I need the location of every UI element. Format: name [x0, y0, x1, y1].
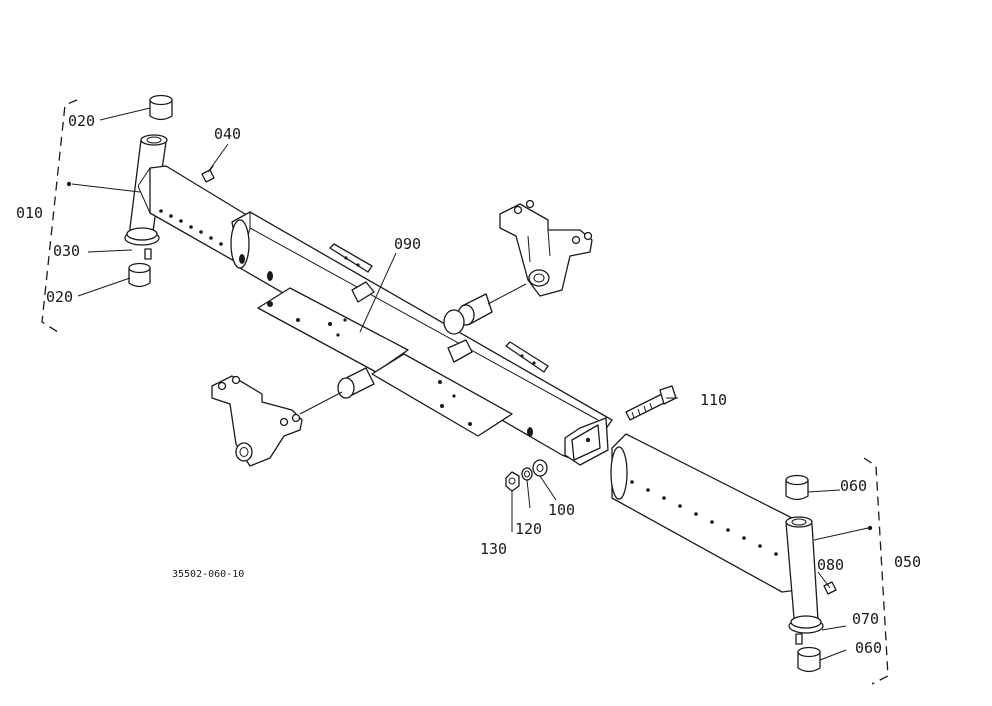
label-060-top: 060: [840, 477, 867, 495]
bushing-020-bottom: [128, 262, 151, 288]
front-pivot-pin: [337, 367, 375, 399]
bushing-020-top: [149, 94, 173, 121]
label-020-bottom: 020: [46, 288, 73, 306]
label-060-bottom: 060: [855, 639, 882, 657]
label-070: 070: [852, 610, 879, 628]
label-080: 080: [817, 556, 844, 574]
bushing-060-top: [785, 474, 809, 501]
label-130: 130: [480, 540, 507, 558]
rear-support-bracket: [499, 199, 593, 297]
label-120: 120: [515, 520, 542, 538]
right-group-bracket: [863, 457, 889, 685]
left-knuckle-arm: [66, 94, 173, 288]
bushing-060-bottom: [797, 646, 821, 673]
nut-130: [505, 471, 520, 492]
right-mount-plate: [371, 353, 513, 437]
label-040: 040: [214, 125, 241, 143]
spring-washer-120: [521, 467, 533, 481]
right-knuckle-arm: [785, 516, 873, 645]
drawing-code: 35502-060-10: [172, 569, 244, 580]
left-group-bracket: [41, 99, 78, 333]
front-pin-leader: [299, 391, 343, 415]
rear-pin-leader: [487, 283, 527, 305]
label-020-top: 020: [68, 112, 95, 130]
grease-nipple-040: [201, 165, 215, 183]
front-support-bracket: [211, 375, 303, 467]
rear-pivot-pin: [443, 293, 493, 335]
label-090: 090: [394, 235, 421, 253]
left-mount-plate: [257, 287, 409, 373]
center-beam-090: [230, 211, 613, 466]
label-110: 110: [700, 391, 727, 409]
label-030: 030: [53, 242, 80, 260]
right-axle-tube: [610, 433, 799, 593]
label-100: 100: [548, 501, 575, 519]
left-axle-tube: [137, 165, 246, 263]
leader-lines: [71, 107, 869, 661]
collar-100: [532, 459, 548, 477]
bolt-110: [625, 385, 677, 421]
label-050: 050: [894, 553, 921, 571]
label-010: 010: [16, 204, 43, 222]
